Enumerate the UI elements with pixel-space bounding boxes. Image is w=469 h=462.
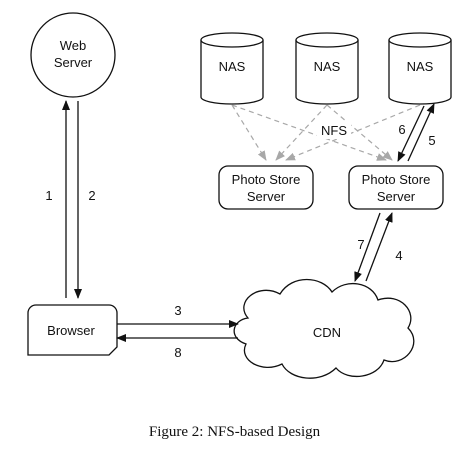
arrow-step-5 — [407, 103, 435, 162]
edge-photostore-nas: 5 6 — [397, 103, 436, 162]
nas-label-3: NAS — [407, 59, 434, 74]
nfs-label: NFS — [321, 123, 347, 138]
nfs-label-bg — [317, 121, 351, 139]
photo-store-server-right: Photo Store Server — [348, 165, 444, 210]
edge-cdn-photostore: 4 7 — [354, 212, 403, 282]
step-label-8: 8 — [174, 345, 181, 360]
cdn-node: CDN — [233, 279, 415, 379]
nas-node-3: NAS — [388, 32, 452, 105]
nfs-edge-nas2-ps1 — [275, 104, 328, 161]
web-server-label-line2: Server — [54, 55, 93, 70]
step-label-6: 6 — [398, 122, 405, 137]
nas-node-2: NAS — [295, 32, 359, 105]
figure-caption: Figure 2: NFS-based Design — [148, 424, 321, 440]
nas-node-1: NAS — [200, 32, 264, 105]
step-label-5: 5 — [428, 133, 435, 148]
nfs-connections: NFS — [231, 104, 421, 161]
photo-store-right-label-line1: Photo Store — [362, 172, 431, 187]
arrow-step-4 — [365, 212, 393, 282]
photo-store-server-left: Photo Store Server — [218, 165, 314, 210]
photo-store-left-label-line1: Photo Store — [232, 172, 301, 187]
edge-browser-webserver: 1 2 — [45, 100, 96, 299]
nfs-edge-nas1-ps1 — [231, 104, 267, 161]
nas-label-1: NAS — [219, 59, 246, 74]
step-label-2: 2 — [88, 188, 95, 203]
browser-label: Browser — [47, 323, 95, 338]
step-label-7: 7 — [357, 237, 364, 252]
web-server-node: Web Server — [30, 12, 116, 98]
step-label-1: 1 — [45, 188, 52, 203]
browser-node: Browser — [27, 304, 118, 356]
step-label-4: 4 — [395, 248, 402, 263]
edge-browser-cdn: 3 8 — [116, 303, 239, 360]
photo-store-left-label-line2: Server — [247, 189, 286, 204]
arrow-step-6 — [397, 105, 425, 162]
nfs-edge-nas3-ps1 — [285, 104, 421, 161]
nfs-edge-nas1-ps2 — [231, 104, 387, 161]
nas-label-2: NAS — [314, 59, 341, 74]
web-server-label-line1: Web — [60, 38, 87, 53]
arrow-step-7 — [354, 212, 381, 282]
cdn-label: CDN — [313, 325, 341, 340]
photo-store-right-label-line2: Server — [377, 189, 416, 204]
step-label-3: 3 — [174, 303, 181, 318]
